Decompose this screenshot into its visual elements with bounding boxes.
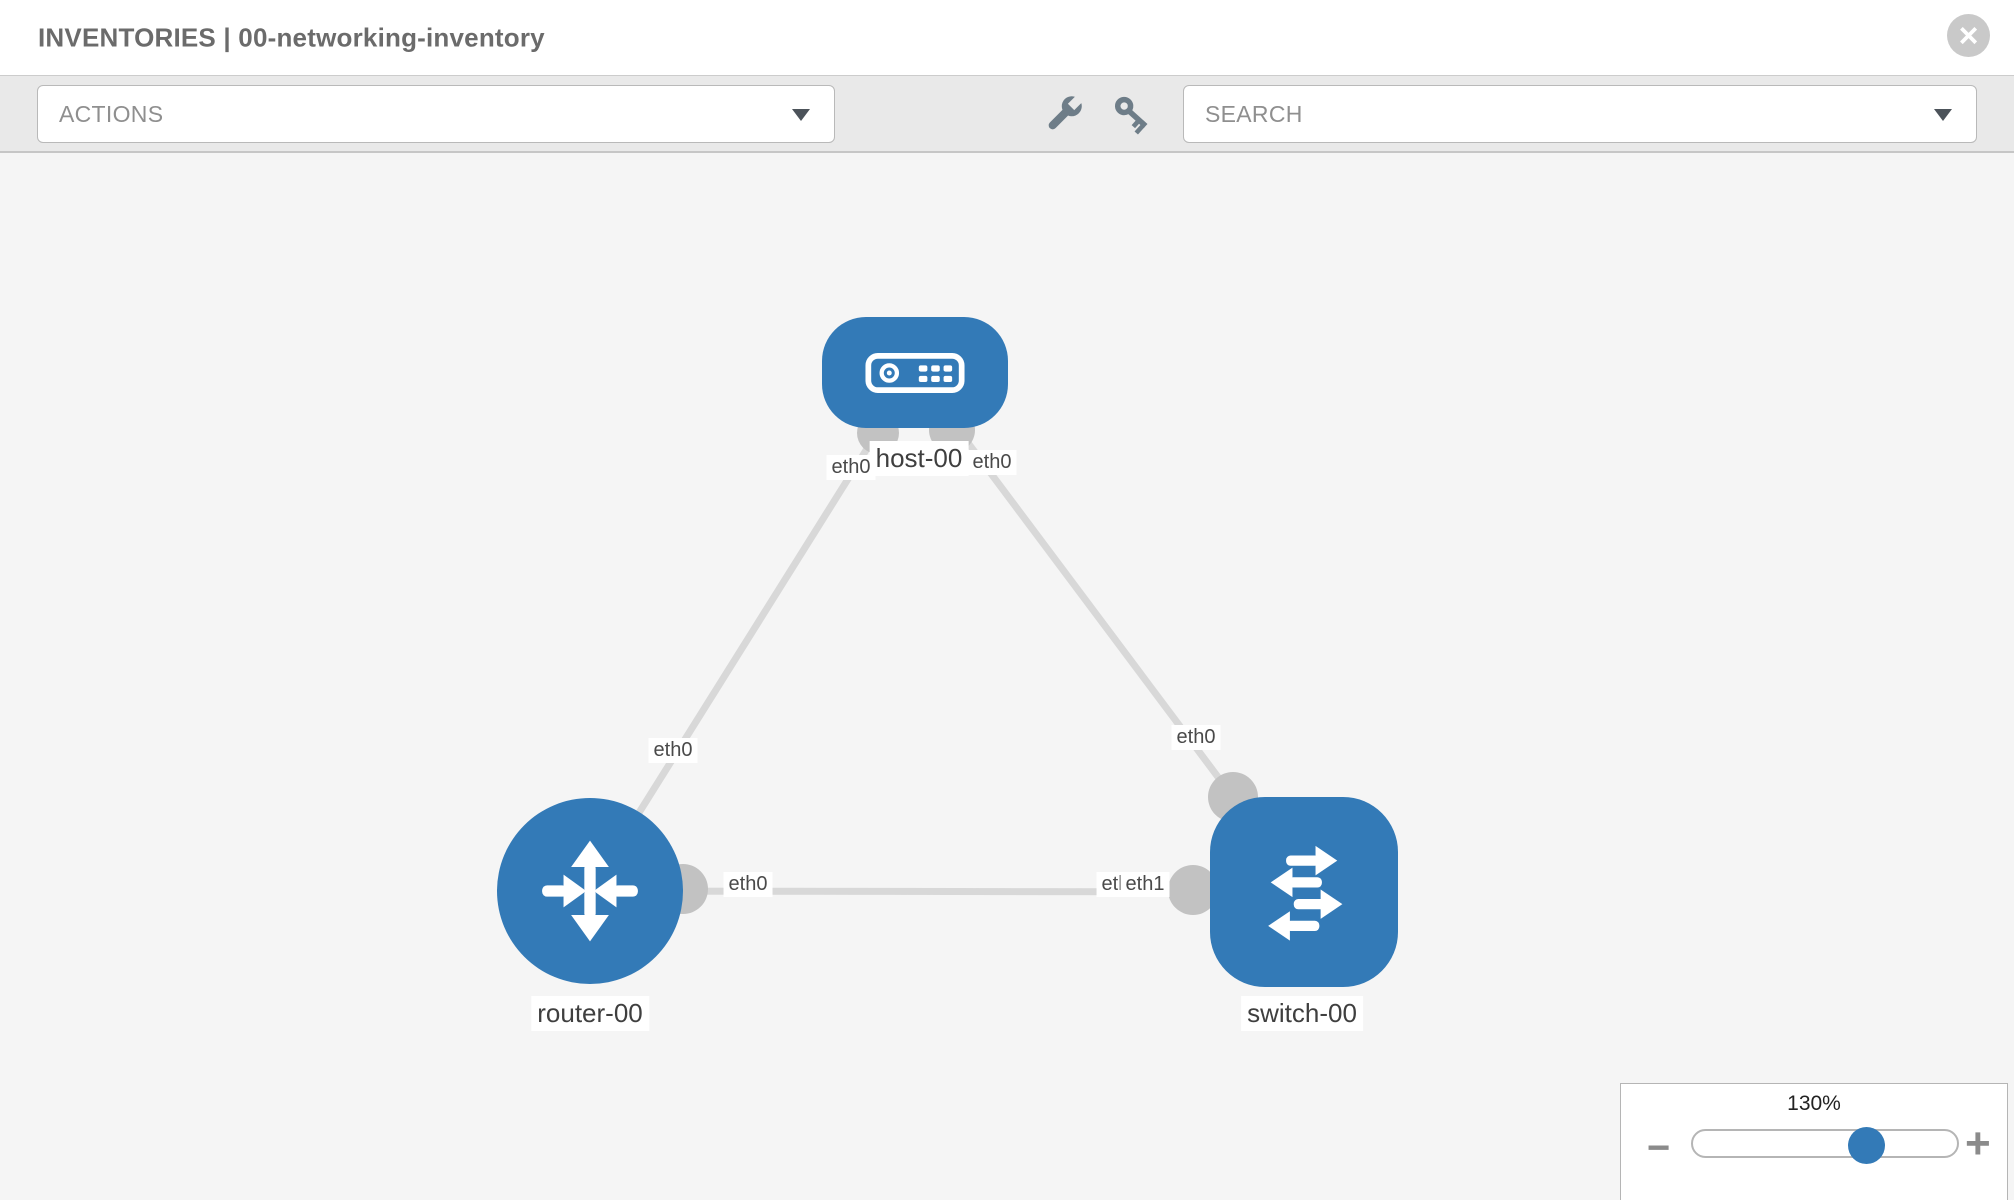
chevron-down-icon <box>1934 109 1952 121</box>
toolbar: ACTIONS SEARC <box>0 75 2014 153</box>
switch-icon <box>1268 845 1343 941</box>
node-label-host: host-00 <box>869 441 969 476</box>
search-dropdown-label: SEARCH <box>1205 100 1303 127</box>
node-host-00[interactable] <box>822 317 1008 428</box>
search-dropdown[interactable]: SEARCH <box>1183 85 1977 143</box>
endpoint-switch-eth1 <box>1168 865 1218 915</box>
page-title: INVENTORIES | 00-networking-inventory <box>38 22 545 52</box>
zoom-slider-handle[interactable] <box>1848 1127 1885 1164</box>
interface-label: eth0 <box>723 872 773 897</box>
close-button[interactable]: × <box>1947 14 1990 57</box>
wrench-icon <box>1048 93 1085 130</box>
zoom-out-button[interactable]: − <box>1647 1126 1671 1170</box>
zoom-value: 130% <box>1787 1092 1841 1115</box>
node-label-router: router-00 <box>531 996 649 1031</box>
actions-dropdown-label: ACTIONS <box>59 100 164 127</box>
interface-label: eth0 <box>1171 725 1221 750</box>
interface-label: eth0 <box>826 455 876 480</box>
router-icon <box>542 840 638 942</box>
close-icon: × <box>1958 16 1979 55</box>
titlebar: INVENTORIES | 00-networking-inventory × <box>0 0 2014 75</box>
node-switch-00[interactable] <box>1210 797 1398 987</box>
zoom-panel: 130% − + <box>1620 1083 2008 1200</box>
chevron-down-icon <box>792 109 810 121</box>
interface-endpoints <box>658 407 1258 915</box>
interface-label: eth0 <box>648 738 698 763</box>
key-button[interactable] <box>1111 92 1155 141</box>
wrench-button[interactable] <box>1040 90 1088 143</box>
host-icon <box>865 352 965 393</box>
zoom-slider-track[interactable] <box>1691 1127 1959 1164</box>
actions-dropdown[interactable]: ACTIONS <box>37 85 835 143</box>
key-icon <box>1114 96 1148 135</box>
node-router-00[interactable] <box>497 798 683 984</box>
interface-label: eth0 <box>967 450 1017 475</box>
interface-label: eth1 <box>1120 872 1170 897</box>
node-label-switch: switch-00 <box>1241 996 1363 1031</box>
zoom-in-button[interactable]: + <box>1965 1119 1991 1168</box>
